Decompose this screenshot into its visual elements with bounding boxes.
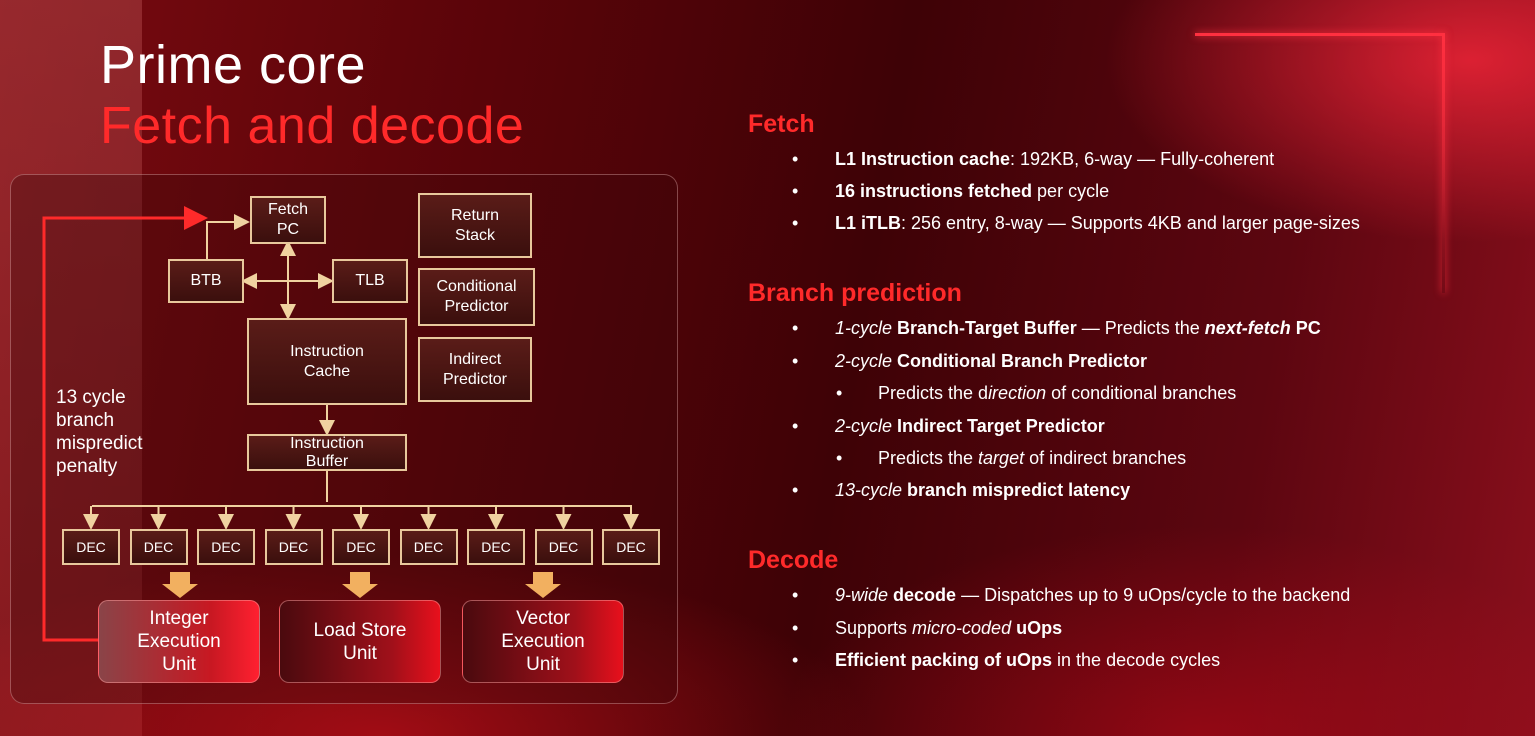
branch-bullet-2: 2-cycle Conditional Branch Predictor [835, 351, 1148, 371]
mispredict-penalty-label: 13 cycle branch mispredict penalty [56, 387, 143, 477]
bullet: • [792, 650, 799, 670]
bullet: • [792, 351, 799, 371]
bullet: • [836, 383, 843, 403]
branch-bullet-3: 2-cycle Indirect Target Predictor [835, 416, 1105, 436]
decoder-block: DEC [602, 529, 660, 565]
btb-block: BTB [168, 259, 244, 303]
bullet: • [792, 585, 799, 605]
mispredict-feedback-arrow [42, 206, 208, 642]
decoder-block: DEC [399, 529, 458, 565]
branch-sub-bullet-1: Predicts the direction of conditional br… [878, 383, 1237, 403]
down-arrow-icon [525, 572, 561, 598]
integer-execution-unit: Integer Execution Unit [98, 600, 260, 683]
page-title: Prime core [100, 35, 367, 95]
bullet: • [792, 416, 799, 436]
page-subtitle: Fetch and decode [100, 97, 525, 155]
branch-bullet-1: 1-cycle Branch-Target Buffer — Predicts … [835, 318, 1321, 338]
down-arrow-icon [162, 572, 198, 598]
branch-bullet-4: 13-cycle branch mispredict latency [835, 480, 1131, 500]
decoder-block: DEC [332, 529, 390, 565]
fetch-bullet-3: L1 iTLB: 256 entry, 8-way — Supports 4KB… [835, 213, 1360, 233]
decode-bullet-2: Supports micro-coded uOps [835, 618, 1063, 638]
decoder-block: DEC [534, 529, 593, 565]
decoder-block: DEC [62, 529, 120, 565]
decoder-block: DEC [467, 529, 525, 565]
vector-execution-unit: Vector Execution Unit [462, 600, 624, 683]
bullet: • [792, 480, 799, 500]
down-arrow-icon [342, 572, 378, 598]
section-heading-branch: Branch prediction [748, 279, 962, 307]
decorative-glow-line [1442, 33, 1445, 293]
decoder-block: DEC [264, 529, 323, 565]
section-heading-fetch: Fetch [748, 110, 815, 138]
load-store-unit: Load Store Unit [279, 600, 441, 683]
tlb-block: TLB [332, 259, 408, 303]
decoder-block: DEC [197, 529, 255, 565]
decode-bullet-3: Efficient packing of uOps in the decode … [835, 650, 1221, 670]
decorative-glow-line [1195, 33, 1445, 36]
decode-bullet-1: 9-wide decode — Dispatches up to 9 uOps/… [835, 585, 1351, 605]
fetch-bullet-2: 16 instructions fetched per cycle [835, 181, 1110, 201]
branch-sub-bullet-2: Predicts the target of indirect branches [878, 448, 1187, 468]
bullet: • [792, 618, 799, 638]
bullet: • [792, 318, 799, 338]
bullet: • [792, 213, 799, 233]
bullet: • [792, 149, 799, 169]
bullet: • [836, 448, 843, 468]
fetch-bullet-1: L1 Instruction cache: 192KB, 6-way — Ful… [835, 149, 1275, 169]
decoder-block: DEC [129, 529, 188, 565]
bullet: • [792, 181, 799, 201]
section-heading-decode: Decode [748, 546, 839, 574]
